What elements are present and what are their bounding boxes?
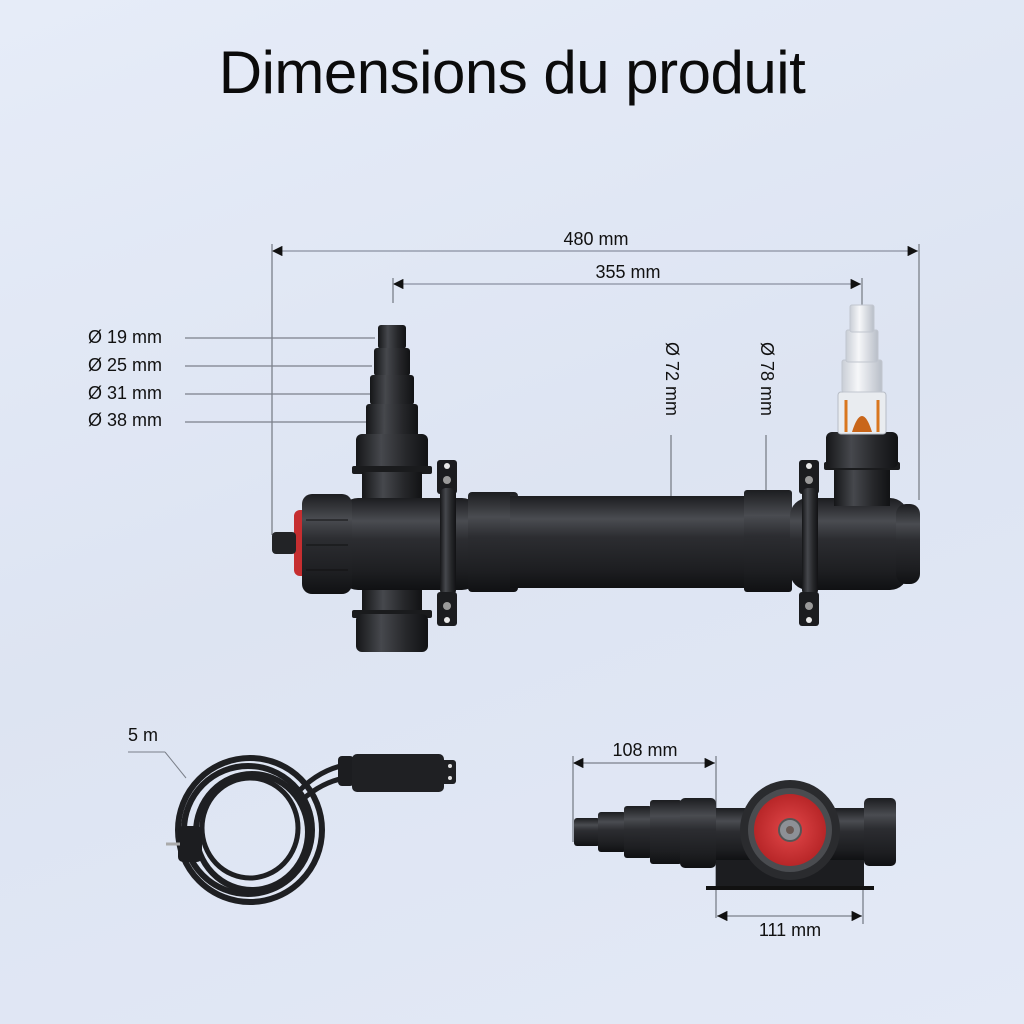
total-length-label: 480 mm [563,229,629,249]
mounting-bracket-left [437,460,457,626]
cable-length-label: 5 m [128,725,159,745]
page-title: Dimensions du produit [218,39,806,106]
tube-diameter-label: Ø 72 mm [662,342,682,417]
base-width-label: 111 mm [758,920,822,940]
ballast-box [338,754,456,792]
adapter-diameter-label-25: Ø 25 mm [88,355,163,375]
adapter-length-label: 108 mm [612,740,678,760]
body-length-label: 355 mm [595,262,661,282]
power-cable [128,751,346,905]
adapter-diameter-label-31: Ø 31 mm [88,383,163,403]
adapter-diameter-label-19: Ø 19 mm [88,327,163,347]
plug [166,826,202,862]
sleeve-diameter-label: Ø 78 mm [757,342,777,417]
uv-clarifier-end-view [574,780,896,890]
adapter-diameter-label-38: Ø 38 mm [88,410,163,430]
uv-clarifier-side-view [272,304,920,652]
mounting-bracket-right [799,460,819,626]
